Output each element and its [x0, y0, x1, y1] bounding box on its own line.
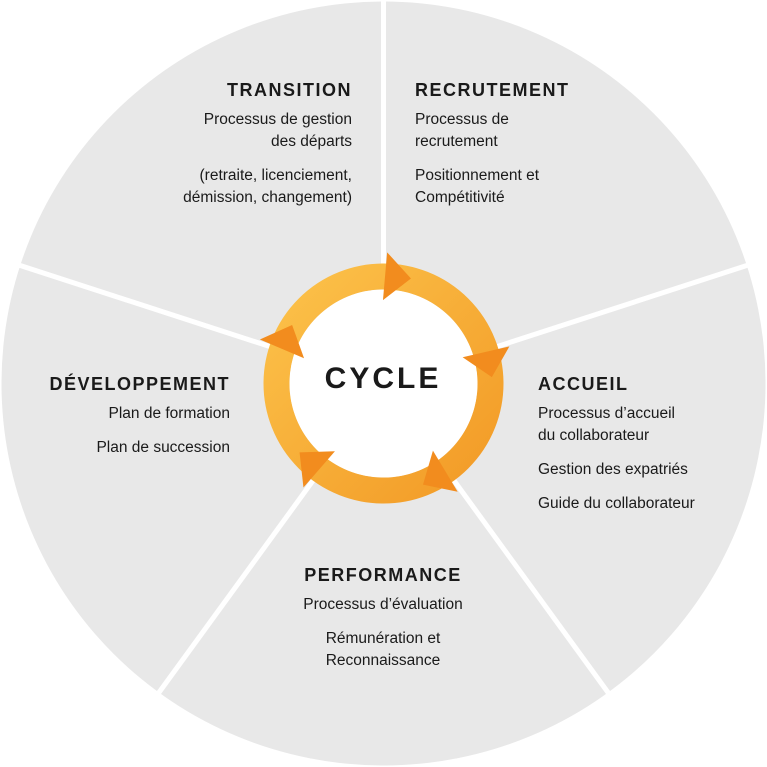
segment-developpement: DÉVELOPPEMENT Plan de formation Plan de … — [49, 374, 230, 471]
segment-recrutement: RECRUTEMENT Processus de recrutement Pos… — [415, 80, 570, 221]
segment-line: Plan de formation — [108, 405, 231, 422]
segment-title: PERFORMANCE — [304, 565, 462, 585]
segment-title: TRANSITION — [227, 80, 352, 100]
segment-line: Reconnaissance — [325, 652, 441, 669]
segment-line: Rémunération et — [325, 630, 441, 647]
segment-line: du collaborateur — [538, 427, 650, 444]
segment-title: DÉVELOPPEMENT — [49, 374, 230, 394]
segment-line: Processus d’accueil — [538, 405, 675, 422]
center-label: CYCLE — [324, 362, 442, 395]
segment-accueil: ACCUEIL Processus d’accueil du collabora… — [538, 374, 695, 527]
segment-title: ACCUEIL — [538, 374, 629, 394]
cycle-hub — [289, 289, 478, 478]
segment-title: RECRUTEMENT — [415, 80, 570, 100]
cycle-ring-band — [263, 263, 504, 504]
segment-line: Processus de — [415, 111, 509, 128]
segment-transition: TRANSITION Processus de gestion des dépa… — [183, 80, 352, 221]
segment-line: recrutement — [415, 133, 498, 150]
cycle-arrowhead — [382, 252, 411, 301]
segment-line: Positionnement et — [415, 167, 540, 184]
cycle-ring — [259, 252, 510, 504]
cycle-arrowhead — [462, 346, 510, 378]
cycle-arrowhead — [423, 450, 458, 492]
segment-line: Processus d’évaluation — [303, 596, 463, 613]
segment-performance: PERFORMANCE Processus d’évaluation Rémun… — [233, 565, 533, 684]
cycle-arrowhead — [259, 324, 305, 359]
segment-line: Gestion des expatriés — [538, 461, 688, 478]
cycle-arrowhead — [299, 451, 335, 488]
segment-line: démission, changement) — [183, 189, 352, 206]
segment-line: (retraite, licenciement, — [199, 167, 352, 184]
segment-line: des départs — [271, 133, 352, 150]
segment-line: Guide du collaborateur — [538, 495, 695, 512]
segment-line: Plan de succession — [96, 439, 230, 456]
segment-line: Compétitivité — [415, 189, 505, 206]
segment-line: Processus de gestion — [203, 111, 352, 128]
